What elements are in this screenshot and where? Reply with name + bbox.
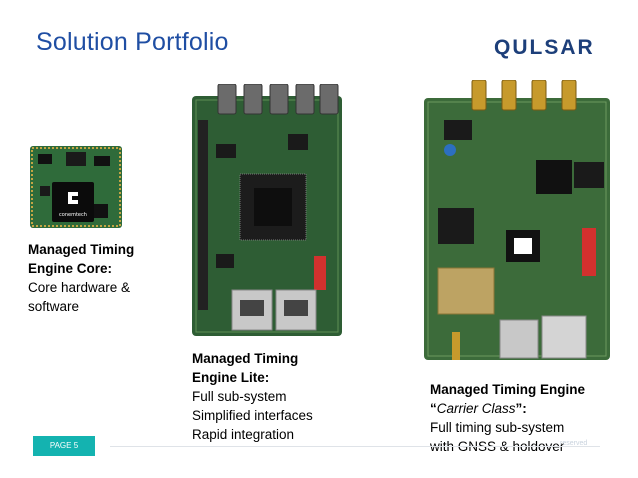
carrier-name-line2: “Carrier Class”: bbox=[430, 401, 527, 416]
core-name-line1: Managed Timing bbox=[28, 242, 135, 257]
core-desc-1: Core hardware & bbox=[28, 280, 131, 295]
lite-name-line2: Engine Lite: bbox=[192, 370, 270, 385]
core-desc-2: software bbox=[28, 299, 80, 314]
footer-note: reserved bbox=[560, 440, 588, 447]
core-name-line2: Engine Core: bbox=[28, 261, 113, 276]
core-caption: Managed Timing Engine Core: Core hardwar… bbox=[28, 240, 134, 316]
carrier-name-line1: Managed Timing Engine bbox=[430, 382, 586, 397]
carrier-class-board-image bbox=[424, 80, 610, 360]
lite-desc-2: Simplified interfaces bbox=[192, 408, 313, 423]
lite-desc-3: Rapid integration bbox=[192, 427, 295, 442]
footer-divider bbox=[110, 446, 600, 447]
carrier-desc-1: Full timing sub-system bbox=[430, 420, 565, 435]
lite-board-image bbox=[192, 84, 342, 336]
page-number-badge: PAGE 5 bbox=[33, 436, 95, 456]
svg-text:conemtech: conemtech bbox=[59, 212, 87, 218]
carrier-class-italic: Carrier Class bbox=[436, 401, 516, 416]
conemtech-logo-icon bbox=[68, 192, 78, 204]
slide-title: Solution Portfolio bbox=[36, 28, 229, 56]
core-module-image: conemtech bbox=[30, 146, 122, 228]
lite-desc-1: Full sub-system bbox=[192, 389, 287, 404]
qulsar-logo: QULSAR bbox=[494, 36, 595, 59]
lite-caption: Managed Timing Engine Lite: Full sub-sys… bbox=[192, 349, 313, 444]
lite-name-line1: Managed Timing bbox=[192, 351, 299, 366]
